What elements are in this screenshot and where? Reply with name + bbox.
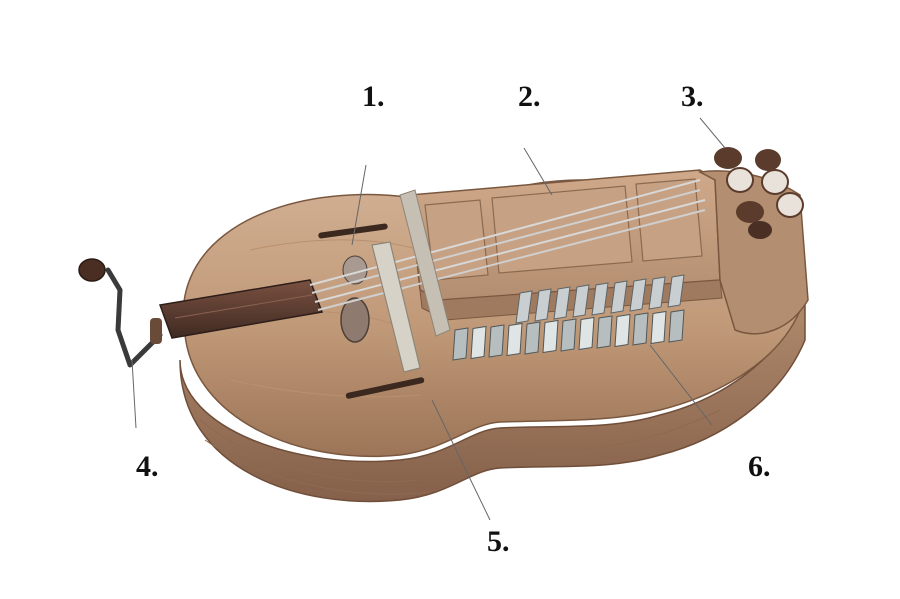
leader-line-2 xyxy=(523,147,553,196)
key-lower xyxy=(506,322,523,357)
key-lower xyxy=(578,316,595,351)
leader-line-1 xyxy=(351,164,367,246)
key-upper xyxy=(667,274,685,308)
wheel-cover xyxy=(158,255,370,343)
leader-lines xyxy=(131,117,726,521)
key-lower xyxy=(596,315,613,349)
key-lower xyxy=(614,313,631,348)
leader-line-3 xyxy=(699,117,726,149)
key-upper xyxy=(534,288,552,322)
key-upper xyxy=(553,286,571,320)
key-lower xyxy=(668,309,685,343)
key-upper xyxy=(572,284,590,318)
leader-line-4 xyxy=(131,359,137,429)
key-upper xyxy=(648,276,666,310)
callout-label-4: 4. xyxy=(136,450,159,483)
key-upper xyxy=(515,290,533,324)
key-lower xyxy=(632,312,649,346)
leader-line-6 xyxy=(649,344,713,426)
callout-label-1: 1. xyxy=(362,80,385,113)
leader-line-5 xyxy=(431,399,491,521)
key-upper xyxy=(591,282,609,316)
body-side xyxy=(179,299,806,503)
key-upper xyxy=(629,278,647,312)
strings xyxy=(309,179,706,311)
bridge xyxy=(371,189,451,373)
key-lower xyxy=(524,321,541,355)
pegbox xyxy=(697,147,809,335)
key-upper xyxy=(610,280,628,314)
callout-label-3: 3. xyxy=(681,80,704,113)
callout-label-5: 5. xyxy=(487,525,510,558)
key-lower xyxy=(542,319,559,354)
callout-label-6: 6. xyxy=(748,450,771,483)
crank xyxy=(78,258,163,368)
keys xyxy=(452,274,685,361)
key-lower xyxy=(452,327,469,361)
tuning-pegs xyxy=(714,147,804,239)
callout-label-2: 2. xyxy=(518,80,541,113)
key-lower xyxy=(488,324,505,358)
key-lower xyxy=(470,325,487,360)
key-lower xyxy=(650,310,667,345)
key-lower xyxy=(560,318,577,352)
